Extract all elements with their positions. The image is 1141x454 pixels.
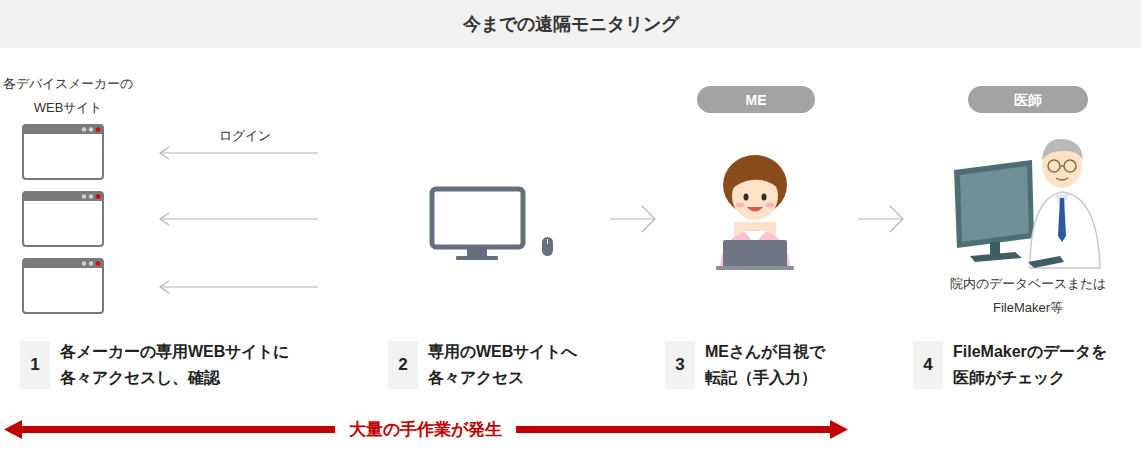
step-number: 3: [665, 341, 695, 389]
illustration-part: [970, 252, 1022, 262]
illustration-part: [432, 189, 523, 247]
illustration-part: [990, 242, 1000, 254]
role-badge: 医師: [968, 86, 1088, 113]
step-number: 2: [388, 341, 418, 389]
role-name: ME: [746, 92, 767, 108]
callout-text: 大量の手作業が発生: [335, 418, 516, 442]
login-arrow: [160, 147, 318, 293]
illustration-part: [96, 261, 101, 266]
illustration-part: [1064, 160, 1076, 172]
illustration-part: [762, 194, 767, 201]
illustration-part: [23, 192, 103, 246]
illustration-part: [720, 230, 790, 268]
illustration-part: [467, 249, 487, 257]
illustration-part: [858, 218, 903, 219]
illustration-part: [160, 286, 318, 287]
illustration-part: [1028, 256, 1064, 268]
illustration-part: [642, 206, 655, 232]
step-description: FileMakerのデータを 医師がチェック: [953, 339, 1107, 391]
illustration-part: [766, 203, 774, 208]
illustration-part: [23, 259, 103, 268]
step-description: 各メーカーの専用WEBサイトに 各々アクセスし、確認: [60, 339, 289, 391]
illustration-part: [731, 163, 780, 190]
title-text: 今までの遠隔モニタリング: [463, 14, 679, 34]
step-number: 4: [913, 341, 943, 389]
step-description: MEさんが目視で 転記（手入力）: [705, 339, 825, 391]
illustration-part: [23, 125, 103, 134]
step-description: 専用のWEBサイトへ 各々アクセス: [428, 339, 577, 391]
computer-icon: [432, 189, 553, 260]
illustration-part: [1060, 165, 1064, 167]
role-name: 医師: [1014, 92, 1042, 108]
illustration-part: [89, 194, 94, 199]
illustration-part: [1048, 160, 1060, 172]
illustration-part: [96, 127, 101, 132]
illustration-part: [542, 237, 553, 256]
browser-window: [23, 192, 103, 246]
illustration-part: [4, 420, 22, 439]
illustration-part: [716, 266, 794, 270]
illustration-part: [23, 259, 103, 313]
illustration-part: [23, 125, 103, 179]
illustration-part: [160, 147, 169, 159]
step-item: 3MEさんが目視で 転記（手入力）: [665, 339, 825, 391]
illustration-part: [456, 256, 498, 260]
illustration-part: [89, 127, 94, 132]
illustration-part: [547, 239, 548, 244]
illustration-part: [160, 152, 318, 153]
illustration-part: [954, 160, 1034, 248]
me-person: [716, 155, 794, 270]
illustration-part: [160, 281, 169, 293]
caption-text: 各デバイスメーカーの WEBサイト: [3, 72, 133, 120]
browser-window: [23, 259, 103, 313]
step-item: 1各メーカーの専用WEBサイトに 各々アクセスし、確認: [20, 339, 289, 391]
illustration-part: [82, 261, 87, 266]
role-badge: ME: [697, 86, 815, 113]
illustration-part: [744, 194, 749, 201]
illustration-part: [960, 166, 1029, 242]
step-item: 4FileMakerのデータを 医師がチェック: [913, 339, 1107, 391]
illustration-part: [1042, 139, 1083, 160]
illustration-part: [830, 420, 848, 439]
caption-text: ログイン: [219, 124, 271, 148]
illustration-part: [89, 261, 94, 266]
illustration-part: [890, 206, 903, 232]
illustration-part: [82, 127, 87, 132]
caption-text: 院内のデータベースまたは FileMaker等: [950, 272, 1106, 320]
step-item: 2専用のWEBサイトへ 各々アクセス: [388, 339, 577, 391]
illustration-part: [1030, 192, 1100, 268]
illustration-part: [747, 207, 763, 212]
doctor-at-computer: [954, 139, 1100, 268]
illustration-part: [610, 218, 655, 219]
illustration-part: [23, 192, 103, 201]
illustration-part: [1058, 198, 1066, 242]
browser-window: [23, 125, 103, 179]
illustration-part: [160, 213, 169, 225]
illustration-part: [723, 240, 787, 268]
illustration-part: [736, 203, 744, 208]
illustration-part: [82, 194, 87, 199]
illustration-part: [1056, 178, 1068, 180]
illustration-part: [160, 218, 318, 219]
title-band: 今までの遠隔モニタリング: [0, 0, 1141, 48]
illustration-part: [96, 194, 101, 199]
step-number: 1: [20, 341, 50, 389]
